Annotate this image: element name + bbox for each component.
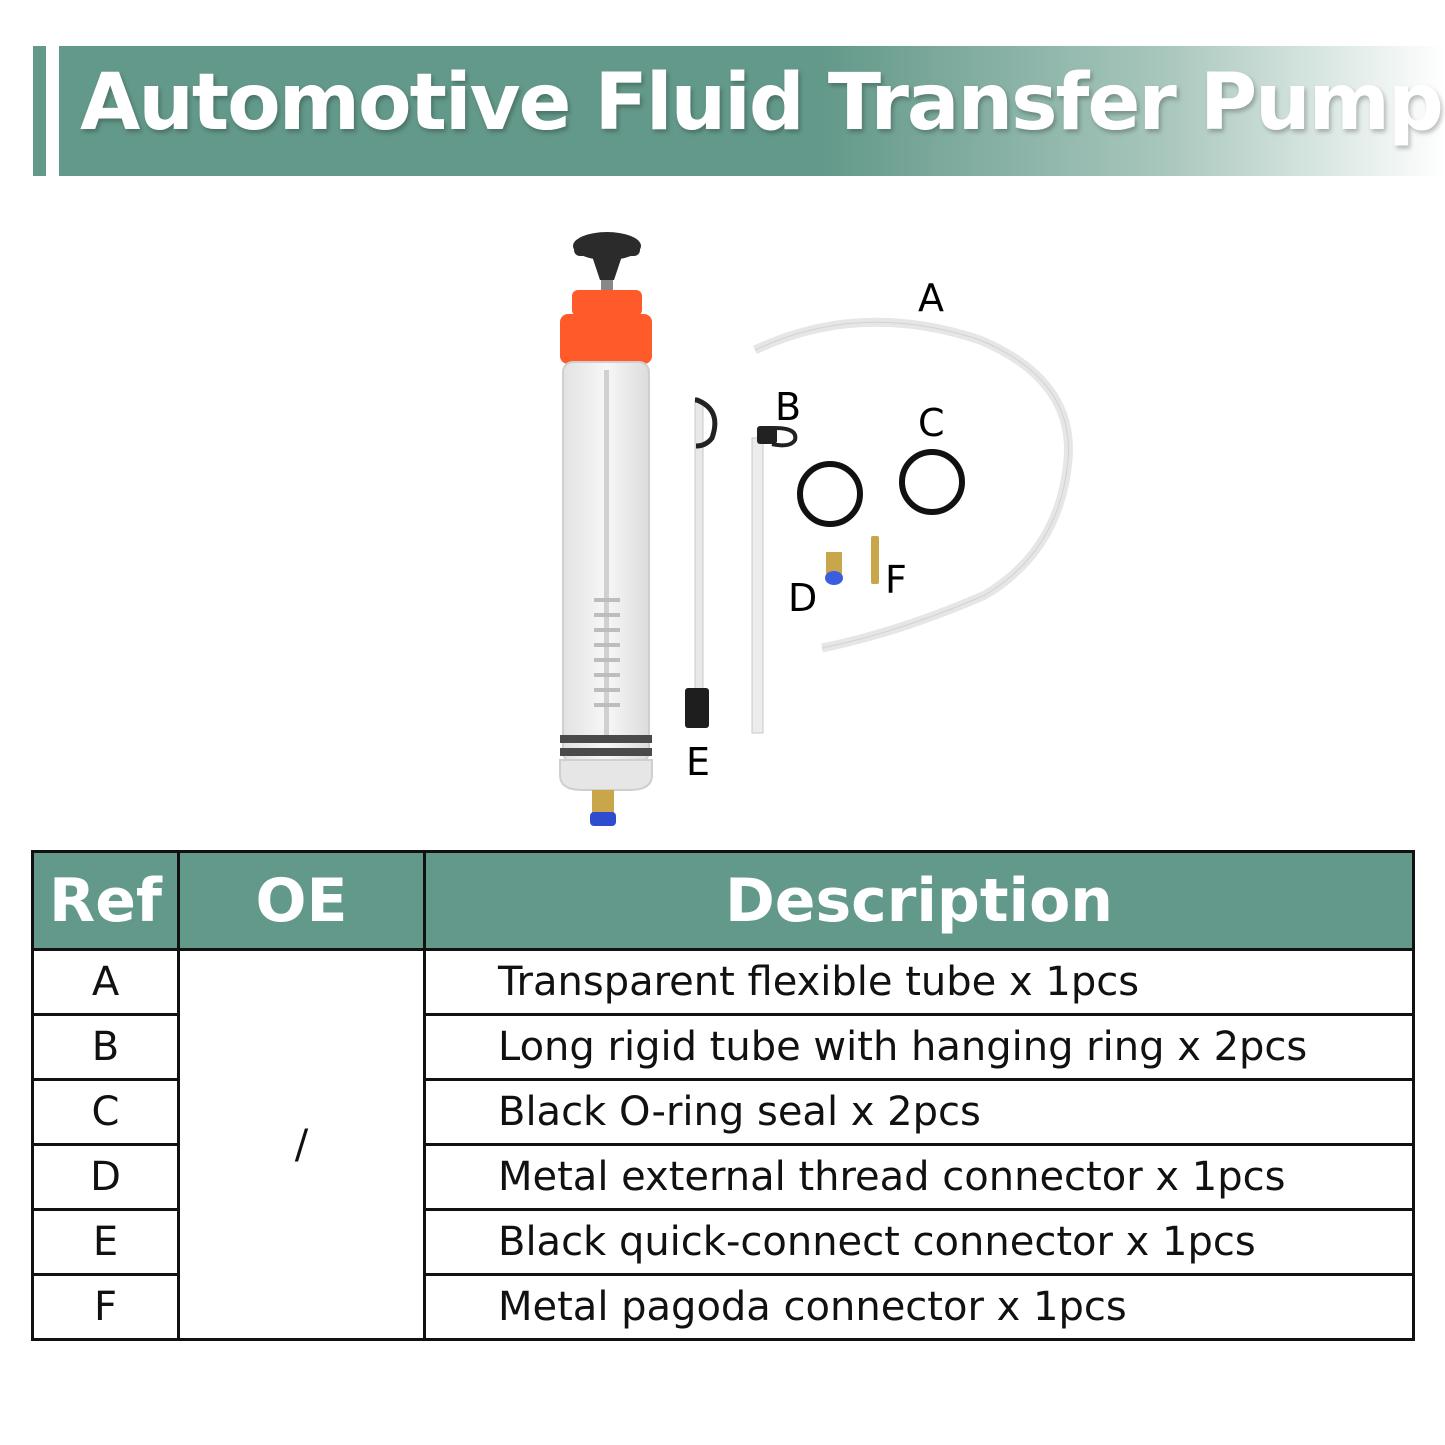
header-oe: OE bbox=[177, 850, 426, 951]
product-illustration: A B C D E F bbox=[559, 232, 1073, 826]
header-ref: Ref bbox=[31, 850, 180, 951]
callout-d: D bbox=[788, 576, 817, 620]
callout-c: C bbox=[918, 401, 945, 445]
row-description: Transparent flexible tube x 1pcs bbox=[423, 948, 1415, 1016]
callout-b: B bbox=[775, 385, 801, 429]
row-description: Black O-ring seal x 2pcs bbox=[423, 1078, 1415, 1146]
callout-a: A bbox=[918, 276, 944, 320]
part-c-o-ring bbox=[797, 461, 863, 527]
oe-value: / bbox=[177, 948, 426, 1341]
part-f-connector bbox=[871, 536, 879, 584]
part-e-tube bbox=[685, 397, 718, 728]
table-header-row: Ref OE Description bbox=[31, 850, 1415, 951]
callout-e: E bbox=[686, 740, 710, 784]
row-description: Long rigid tube with hanging ring x 2pcs bbox=[423, 1013, 1415, 1081]
header-description: Description bbox=[423, 850, 1415, 951]
row-description: Black quick-connect connector x 1pcs bbox=[423, 1208, 1415, 1276]
row-ref: E bbox=[31, 1208, 180, 1276]
banner-accent-bar bbox=[33, 46, 46, 176]
callout-f: F bbox=[885, 558, 907, 602]
parts-table: Ref OE Description A / Transparent flexi… bbox=[31, 850, 1415, 1341]
row-ref: F bbox=[31, 1273, 180, 1341]
row-description: Metal pagoda connector x 1pcs bbox=[423, 1273, 1415, 1341]
table-row: E Black quick-connect connector x 1pcs bbox=[31, 1208, 1415, 1276]
row-description: Metal external thread connector x 1pcs bbox=[423, 1143, 1415, 1211]
table-row: B Long rigid tube with hanging ring x 2p… bbox=[31, 1013, 1415, 1081]
table-row: F Metal pagoda connector x 1pcs bbox=[31, 1273, 1415, 1341]
table-row: A / Transparent flexible tube x 1pcs bbox=[31, 948, 1415, 1341]
part-b-tube bbox=[751, 426, 798, 734]
row-ref: A bbox=[31, 948, 180, 1016]
banner bbox=[59, 46, 1445, 176]
row-ref: C bbox=[31, 1078, 180, 1146]
page-title: Automotive Fluid Transfer Pump bbox=[80, 58, 1444, 148]
row-ref: D bbox=[31, 1143, 180, 1211]
row-ref: B bbox=[31, 1013, 180, 1081]
part-d-connector bbox=[825, 552, 843, 585]
pump-syringe bbox=[559, 232, 653, 826]
table-row: C Black O-ring seal x 2pcs bbox=[31, 1078, 1415, 1146]
part-c-o-ring bbox=[899, 449, 965, 515]
table-row: D Metal external thread connector x 1pcs bbox=[31, 1143, 1415, 1211]
